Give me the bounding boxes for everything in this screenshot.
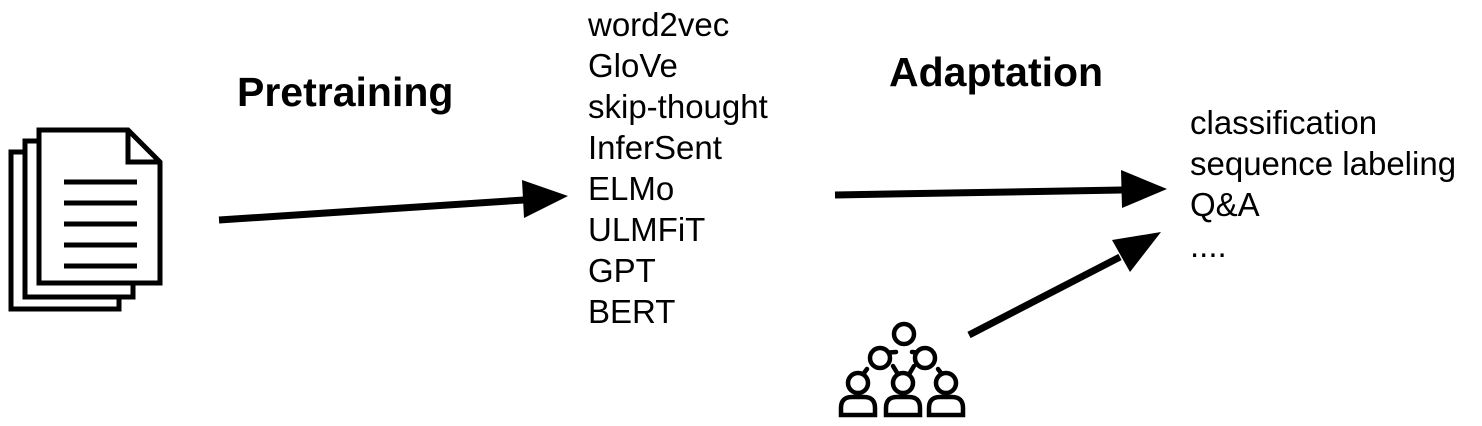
adaptation-label: Adaptation bbox=[889, 49, 1104, 95]
model-item: InferSent bbox=[588, 129, 722, 166]
task-item: sequence labeling bbox=[1190, 145, 1457, 182]
model-item: GloVe bbox=[588, 47, 678, 84]
model-item: ELMo bbox=[588, 170, 675, 207]
task-list: classification sequence labeling Q&A ...… bbox=[1190, 102, 1456, 266]
model-item: BERT bbox=[588, 293, 676, 330]
adaptation-arrow bbox=[834, 170, 1167, 208]
model-list: word2vec GloVe skip-thought InferSent EL… bbox=[588, 4, 768, 332]
documents-stack-icon bbox=[8, 127, 163, 312]
people-group-icon bbox=[838, 321, 966, 418]
model-item: GPT bbox=[588, 252, 656, 289]
people-arrow bbox=[967, 232, 1161, 339]
model-item: skip-thought bbox=[588, 88, 768, 125]
pretraining-label: Pretraining bbox=[237, 69, 454, 115]
task-item: .... bbox=[1190, 227, 1227, 264]
task-item: classification bbox=[1190, 104, 1378, 141]
model-item: ULMFiT bbox=[588, 211, 706, 248]
task-item: Q&A bbox=[1190, 186, 1260, 223]
pretraining-arrow bbox=[218, 180, 568, 224]
model-item: word2vec bbox=[588, 6, 730, 43]
